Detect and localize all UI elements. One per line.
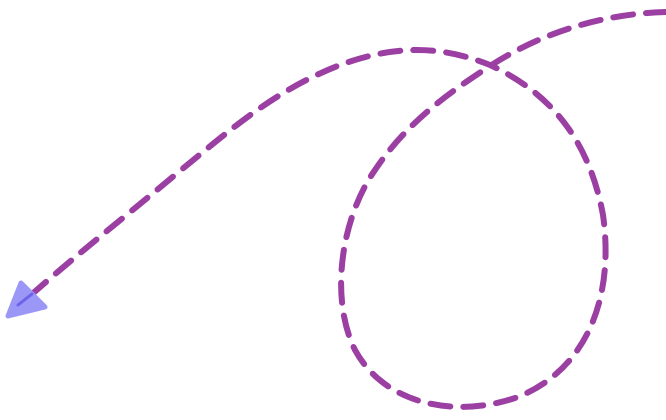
arrowhead-icon — [5, 280, 48, 319]
dashed-loop-path — [19, 9, 666, 410]
